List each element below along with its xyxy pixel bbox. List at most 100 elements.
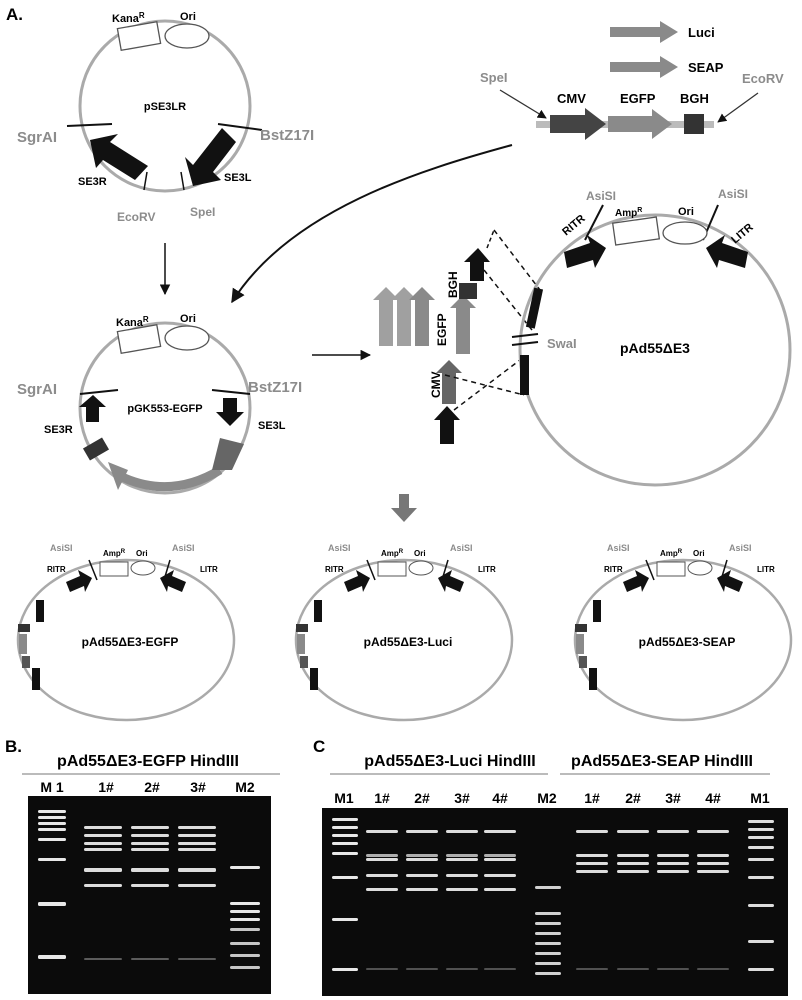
left-arm-arrow-icon bbox=[434, 406, 460, 444]
gel-band bbox=[617, 830, 649, 833]
gel-band bbox=[535, 886, 561, 889]
backbone-arm-box bbox=[526, 288, 543, 329]
gel-band bbox=[131, 868, 169, 872]
gel-band bbox=[617, 870, 649, 873]
litr-label: LITR bbox=[757, 565, 775, 574]
bgh-box bbox=[18, 624, 30, 632]
gel-band bbox=[178, 958, 216, 960]
swai-label: SwaI bbox=[547, 336, 577, 351]
gel-band bbox=[748, 904, 774, 907]
gel-band bbox=[617, 862, 649, 865]
lane-label: 3# bbox=[454, 790, 470, 806]
gel-band bbox=[38, 902, 66, 906]
plasmid-pgk553-egfp: KanaR Ori pGK553-EGFP SgrAI BstZ17I SE3R… bbox=[17, 313, 302, 493]
gel-band bbox=[446, 888, 478, 891]
ori-ellipse bbox=[131, 561, 155, 575]
expression-cassette: Luci SEAP CMV EGFP BGH SpeI EcoRV bbox=[480, 21, 784, 140]
amp-label: AmpR bbox=[381, 549, 404, 558]
bgh-label: BGH bbox=[680, 91, 709, 106]
ritr-label: RITR bbox=[47, 565, 66, 574]
plasmid-name: pSE3LR bbox=[144, 101, 186, 113]
gel-band bbox=[366, 874, 398, 877]
lane-label: 3# bbox=[190, 779, 206, 795]
egfp-box bbox=[19, 634, 27, 654]
ori-ellipse bbox=[409, 561, 433, 575]
ori-label: Ori bbox=[678, 206, 694, 218]
gel-band bbox=[576, 862, 608, 865]
se3l-label: SE3L bbox=[258, 420, 286, 432]
gel-band bbox=[332, 918, 358, 921]
gel-b-image bbox=[28, 796, 271, 994]
litr-label: LITR bbox=[729, 221, 755, 246]
panel-label-c: C bbox=[313, 737, 325, 756]
gel-band bbox=[657, 968, 689, 970]
egfp-insert-arrow-icon bbox=[409, 287, 435, 346]
lane-label: M 1 bbox=[40, 779, 64, 795]
asisi-label: AsiSI bbox=[607, 543, 630, 553]
gel-band bbox=[535, 952, 561, 955]
gel-band bbox=[748, 820, 774, 823]
asisi-label: AsiSI bbox=[50, 543, 73, 553]
sgrai-cut-line bbox=[80, 390, 118, 394]
gel-band bbox=[406, 854, 438, 857]
lane-label: M1 bbox=[334, 790, 354, 806]
gel-band bbox=[178, 826, 216, 829]
cmv-box bbox=[579, 656, 587, 668]
gel-band bbox=[366, 854, 398, 857]
litr-label: LITR bbox=[200, 565, 218, 574]
gel-band bbox=[366, 968, 398, 970]
litr-arrow-icon bbox=[717, 570, 743, 592]
gel-band bbox=[697, 830, 729, 833]
sgrai-cut-line bbox=[67, 124, 112, 126]
lane-label: 4# bbox=[492, 790, 508, 806]
bstz17i-cut-line bbox=[212, 390, 250, 394]
lane-label: M1 bbox=[750, 790, 770, 806]
seap-insert-arrow-icon bbox=[391, 287, 417, 346]
se3l-arrow-icon bbox=[216, 398, 244, 426]
kana-label: KanaR bbox=[112, 11, 145, 25]
gel-band bbox=[657, 854, 689, 857]
ritr-arrow-icon bbox=[623, 570, 649, 592]
plasmid-name: pGK553-EGFP bbox=[127, 403, 202, 415]
gel-band bbox=[230, 910, 260, 913]
gel-band bbox=[131, 958, 169, 960]
gel-band bbox=[748, 858, 774, 861]
litr-label: LITR bbox=[478, 565, 496, 574]
gel-band bbox=[178, 848, 216, 851]
ori-ellipse bbox=[688, 561, 712, 575]
gel-band bbox=[131, 834, 169, 837]
gel-band bbox=[657, 870, 689, 873]
gel-band bbox=[748, 940, 774, 943]
gel-band bbox=[84, 826, 122, 829]
arm-box bbox=[593, 600, 601, 622]
gel-band bbox=[406, 874, 438, 877]
ori-label: Ori bbox=[180, 11, 196, 23]
cmv-label: CMV bbox=[557, 91, 586, 106]
ori-label: Ori bbox=[180, 313, 196, 325]
egfp-label: EGFP bbox=[620, 91, 656, 106]
gel-band bbox=[131, 842, 169, 845]
ori-label: Ori bbox=[693, 549, 705, 558]
gel-band bbox=[38, 828, 66, 831]
asisi-label: AsiSI bbox=[729, 543, 752, 553]
litr-arrow-icon bbox=[160, 570, 186, 592]
se3r-arrow-icon bbox=[90, 134, 148, 180]
cmv-promoter-arrow-icon bbox=[550, 108, 606, 140]
gel-band bbox=[84, 834, 122, 837]
plasmid-name: pAd55ΔE3-SEAP bbox=[639, 635, 736, 649]
plasmid-name: pAd55ΔE3 bbox=[620, 340, 690, 356]
gel-band bbox=[230, 918, 260, 921]
lane-label: 2# bbox=[625, 790, 641, 806]
gel-band bbox=[84, 848, 122, 851]
lane-label: 2# bbox=[144, 779, 160, 795]
gel-band bbox=[178, 834, 216, 837]
gel-band bbox=[84, 868, 122, 872]
arm-box bbox=[314, 600, 322, 622]
gel-b-lane-labels: M 1 1# 2# 3# M2 bbox=[40, 779, 255, 795]
amp-resistance-box bbox=[100, 562, 128, 576]
gel-band bbox=[697, 968, 729, 970]
flow-arrow-down-icon bbox=[391, 494, 417, 522]
gel-band bbox=[406, 888, 438, 891]
amp-label: AmpR bbox=[103, 549, 126, 558]
